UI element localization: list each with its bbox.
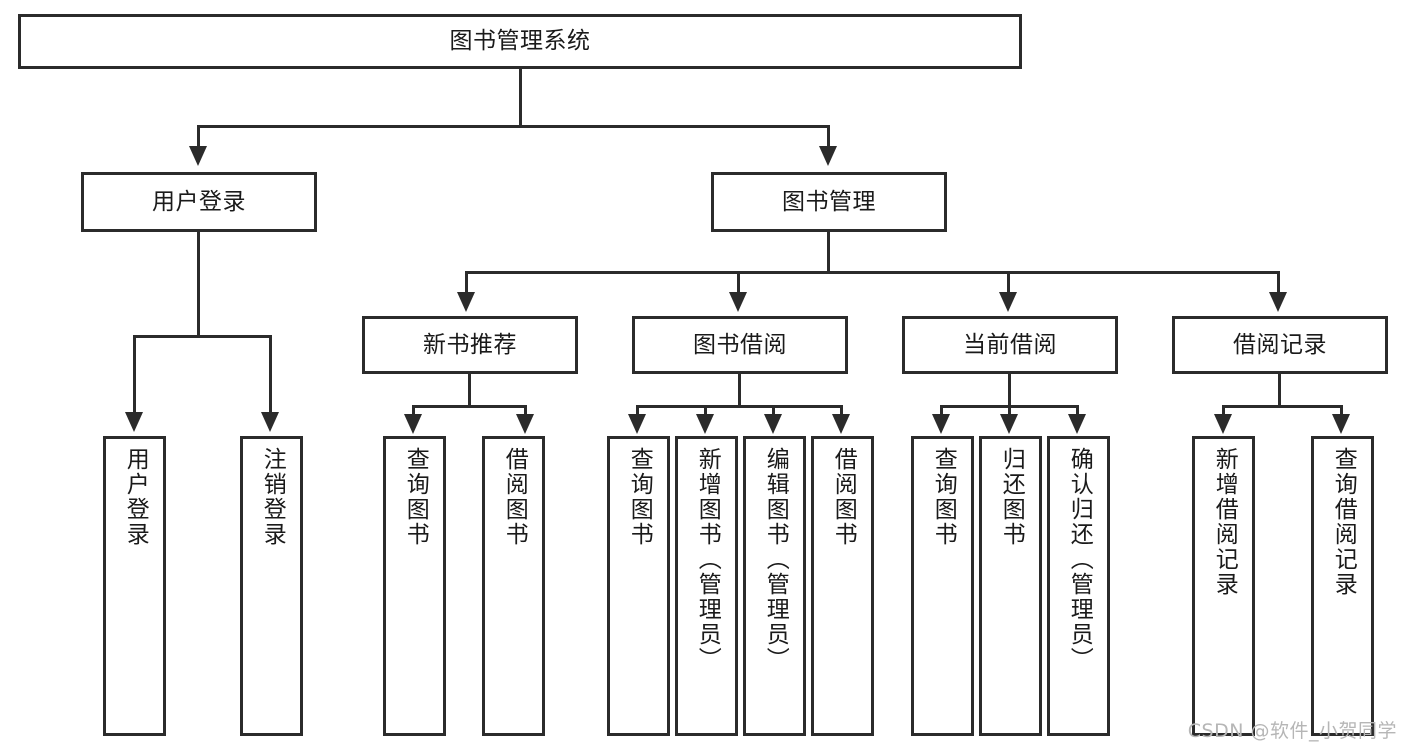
node-book-borrow[interactable]: 图书借阅	[632, 316, 848, 374]
connector-book-borrow-bus	[636, 405, 843, 408]
node-label: 用户登录	[152, 188, 246, 215]
node-label: 用户登录	[122, 447, 149, 547]
arrow-book-borrow-child-2	[696, 414, 714, 434]
connector-book-manage-stem	[827, 232, 830, 271]
node-label: 归还图书	[998, 447, 1025, 547]
connector-book-borrow-child-3	[772, 405, 775, 416]
leaf-book-borrow-query[interactable]: 查询图书	[607, 436, 670, 736]
connector-new-book-child-1	[412, 405, 415, 416]
connector-root-stem	[519, 69, 522, 125]
connector-current-borrow-child-2	[1008, 405, 1011, 416]
connector-borrow-record-bus	[1222, 405, 1343, 408]
node-label: 借阅记录	[1233, 331, 1327, 358]
leaf-book-borrow-add[interactable]: 新增图书（管理员）	[675, 436, 738, 736]
node-label: 查询借阅记录	[1330, 447, 1357, 597]
arrow-to-current-borrow	[999, 292, 1017, 312]
arrow-current-borrow-child-2	[1000, 414, 1018, 434]
node-label: 新书推荐	[423, 331, 517, 358]
arrow-to-new-book	[457, 292, 475, 312]
node-root-system[interactable]: 图书管理系统	[18, 14, 1022, 69]
connector-level3-bus	[465, 271, 1280, 274]
arrow-book-borrow-child-3	[764, 414, 782, 434]
leaf-book-borrow-borrow[interactable]: 借阅图书	[811, 436, 874, 736]
arrow-to-book-manage	[819, 146, 837, 166]
leaf-current-borrow-query[interactable]: 查询图书	[911, 436, 974, 736]
leaf-user-login-logout[interactable]: 注销登录	[240, 436, 303, 736]
connector-user-login-stem	[197, 232, 200, 335]
node-label: 新增借阅记录	[1211, 447, 1238, 597]
connector-book-borrow-child-1	[636, 405, 639, 416]
node-label: 图书借阅	[693, 331, 787, 358]
connector-level2-bus	[197, 125, 830, 128]
connector-current-borrow-stem	[1008, 374, 1011, 405]
connector-new-book-bus	[412, 405, 527, 408]
arrow-current-borrow-child-1	[932, 414, 950, 434]
leaf-current-borrow-confirm-return[interactable]: 确认归还（管理员）	[1047, 436, 1110, 736]
node-label: 编辑图书（管理员）	[762, 447, 789, 672]
arrow-to-borrow-record	[1269, 292, 1287, 312]
connector-borrow-record-child-1	[1222, 405, 1225, 416]
arrow-book-borrow-child-1	[628, 414, 646, 434]
arrow-user-login-child-1	[125, 412, 143, 432]
node-current-borrow[interactable]: 当前借阅	[902, 316, 1118, 374]
arrow-new-book-child-2	[516, 414, 534, 434]
connector-user-login-child-1	[133, 335, 136, 414]
leaf-current-borrow-return[interactable]: 归还图书	[979, 436, 1042, 736]
node-label: 当前借阅	[963, 331, 1057, 358]
node-label: 图书管理系统	[449, 28, 591, 55]
connector-user-login-bus	[133, 335, 272, 338]
connector-new-book-child-2	[524, 405, 527, 416]
arrow-borrow-record-child-1	[1214, 414, 1232, 434]
connector-to-borrow-record	[1277, 271, 1280, 295]
arrow-user-login-child-2	[261, 412, 279, 432]
leaf-borrow-record-add[interactable]: 新增借阅记录	[1192, 436, 1255, 736]
leaf-book-borrow-edit[interactable]: 编辑图书（管理员）	[743, 436, 806, 736]
arrow-new-book-child-1	[404, 414, 422, 434]
node-new-book-recommend[interactable]: 新书推荐	[362, 316, 578, 374]
node-label: 查询图书	[930, 447, 957, 547]
node-label: 借阅图书	[830, 447, 857, 547]
connector-user-login-child-2	[269, 335, 272, 414]
leaf-new-book-borrow[interactable]: 借阅图书	[482, 436, 545, 736]
connector-to-book-manage	[827, 125, 830, 149]
node-label: 图书管理	[782, 188, 876, 215]
arrow-book-borrow-child-4	[832, 414, 850, 434]
leaf-user-login-login[interactable]: 用户登录	[103, 436, 166, 736]
csdn-watermark: CSDN @软件_小贺同学	[1187, 720, 1397, 742]
connector-borrow-record-child-2	[1340, 405, 1343, 416]
leaf-borrow-record-query[interactable]: 查询借阅记录	[1311, 436, 1374, 736]
node-user-login[interactable]: 用户登录	[81, 172, 317, 232]
arrow-to-book-borrow	[729, 292, 747, 312]
connector-borrow-record-stem	[1278, 374, 1281, 405]
node-label: 确认归还（管理员）	[1066, 447, 1093, 672]
connector-to-new-book	[465, 271, 468, 295]
connector-new-book-stem	[468, 374, 471, 405]
connector-book-borrow-stem	[738, 374, 741, 405]
node-borrow-record[interactable]: 借阅记录	[1172, 316, 1388, 374]
arrow-to-user-login	[189, 146, 207, 166]
node-label: 新增图书（管理员）	[694, 447, 721, 672]
node-label: 查询图书	[626, 447, 653, 547]
connector-book-borrow-child-4	[840, 405, 843, 416]
connector-current-borrow-child-3	[1076, 405, 1079, 416]
node-label: 注销登录	[259, 447, 286, 547]
connector-to-user-login	[197, 125, 200, 149]
leaf-new-book-query[interactable]: 查询图书	[383, 436, 446, 736]
node-label: 借阅图书	[501, 447, 528, 547]
node-label: 查询图书	[402, 447, 429, 547]
connector-to-book-borrow	[737, 271, 740, 295]
connector-to-current-borrow	[1007, 271, 1010, 295]
arrow-current-borrow-child-3	[1068, 414, 1086, 434]
connector-current-borrow-child-1	[940, 405, 943, 416]
node-book-management[interactable]: 图书管理	[711, 172, 947, 232]
connector-book-borrow-child-2	[704, 405, 707, 416]
arrow-borrow-record-child-2	[1332, 414, 1350, 434]
